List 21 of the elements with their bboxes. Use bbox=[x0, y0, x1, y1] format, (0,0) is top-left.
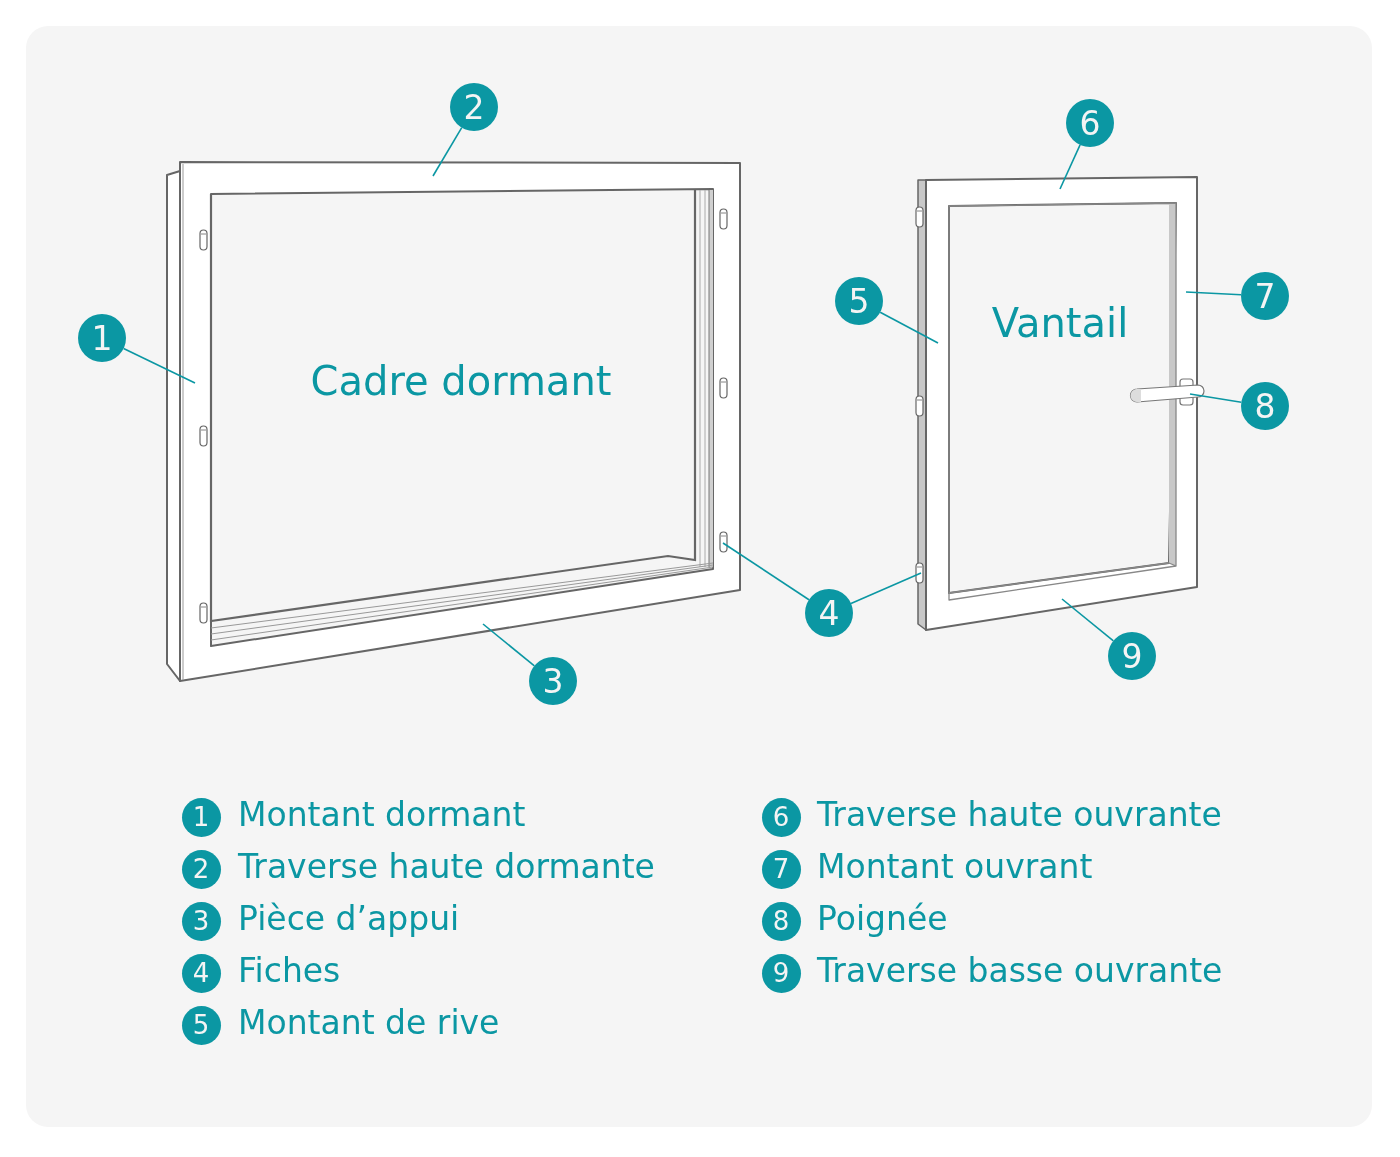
leader-line bbox=[1059, 144, 1081, 190]
leader-line bbox=[432, 126, 463, 177]
part-name: Traverse haute dormante bbox=[238, 847, 655, 887]
leader-line bbox=[482, 623, 536, 667]
part-name: Montant ouvrant bbox=[817, 847, 1093, 887]
part-name: Pièce d’appui bbox=[238, 899, 460, 939]
leader-line bbox=[722, 542, 810, 601]
leader-line bbox=[1189, 393, 1243, 403]
part-name: Montant dormant bbox=[238, 795, 526, 835]
leader-line bbox=[1061, 598, 1115, 642]
part-title: Cadre dormant bbox=[310, 357, 612, 405]
part-name: Fiches bbox=[238, 951, 341, 991]
part-name: Montant de rive bbox=[238, 1003, 500, 1043]
leader-line bbox=[850, 572, 922, 605]
part-name: Poignée bbox=[817, 899, 948, 939]
leader-line bbox=[879, 311, 939, 344]
part-name: Traverse haute ouvrante bbox=[817, 795, 1222, 835]
leader-line bbox=[122, 347, 196, 384]
part-name: Traverse basse ouvrante bbox=[817, 951, 1223, 991]
leader-line bbox=[1185, 291, 1242, 296]
part-title: Vantail bbox=[991, 299, 1129, 347]
